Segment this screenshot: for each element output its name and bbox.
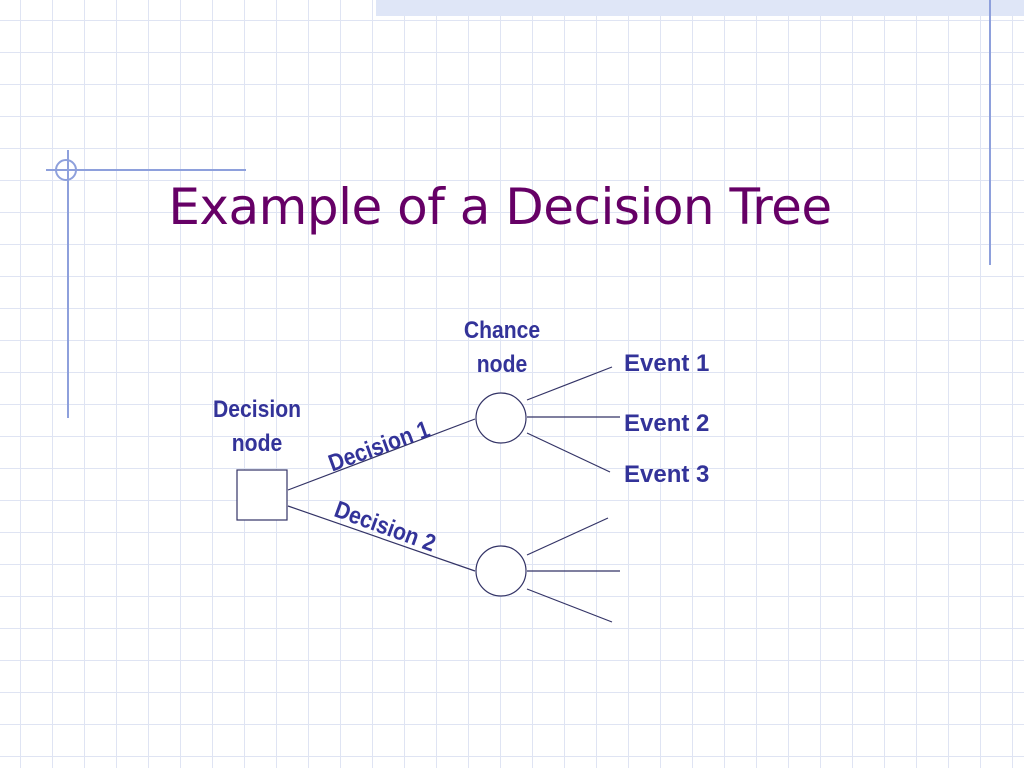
chance-node-1-circle [475,392,527,444]
decision-2-branch [287,505,476,572]
event-1-label: Event 1 [624,350,710,377]
event-2-label: Event 2 [624,410,710,437]
outcome-branch-upper [526,517,609,556]
decision-1-branch [287,418,476,491]
event-1-branch [526,366,613,401]
chance-node-2-circle [475,545,527,597]
event-3-label: Event 3 [624,461,710,488]
decision-node-label: Decision node [213,396,302,457]
outcome-branch-lower [526,588,613,623]
chance-node-label: Chance node [463,317,541,378]
slide-title: Example of a Decision Tree [168,178,832,236]
decision-node-square [236,469,288,521]
top-accent-bar [376,0,1024,16]
event-3-branch [526,432,611,473]
title-accent-circle [55,159,77,181]
